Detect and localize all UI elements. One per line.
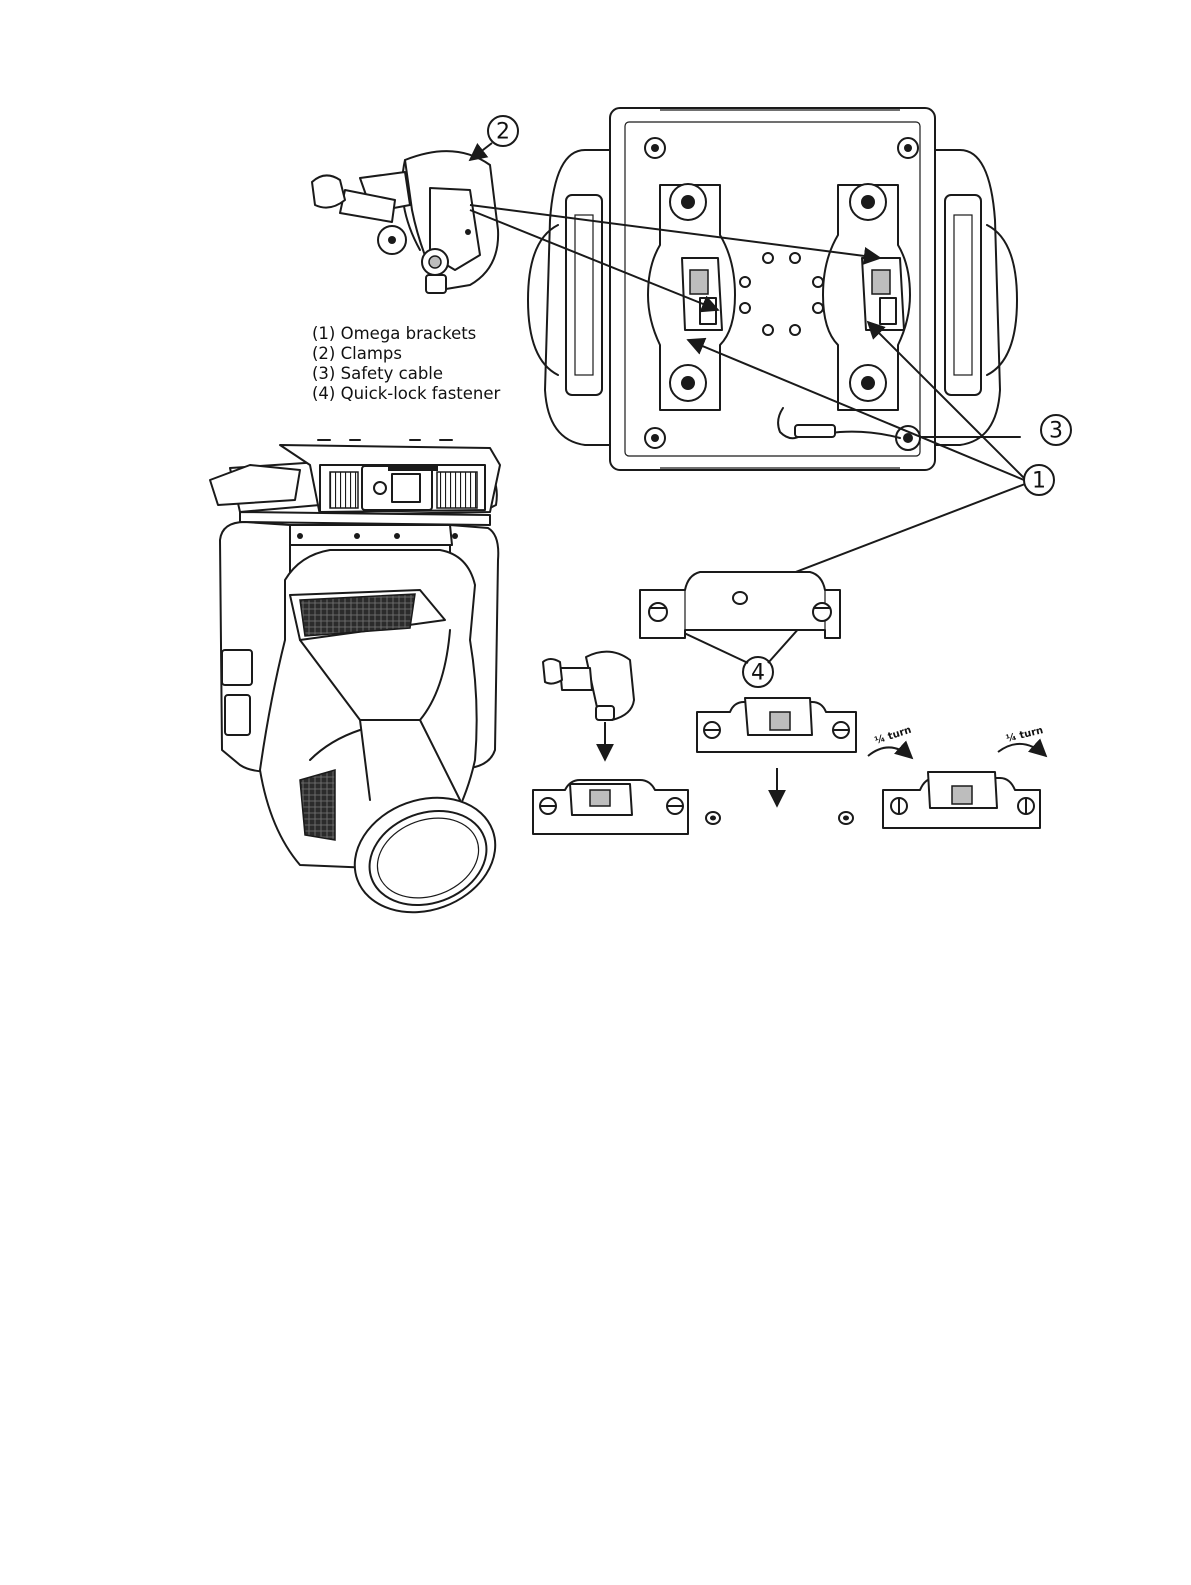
washers (706, 812, 853, 824)
svg-text:1: 1 (1032, 469, 1046, 494)
quarter-turn-label-left: ¼ turn (873, 724, 913, 747)
assembly-step-2 (697, 698, 856, 806)
legend-item-quick-lock: (4) Quick-lock fastener (312, 384, 501, 403)
fixture-top-view (528, 108, 1020, 470)
legend: (1) Omega brackets (2) Clamps (3) Safety… (312, 324, 501, 403)
legend-item-clamps: (2) Clamps (312, 344, 402, 363)
legend-item-safety-cable: (3) Safety cable (312, 364, 443, 383)
assembly-step-3: ¼ turn ¼ turn (868, 724, 1046, 828)
omega-bracket-large (640, 572, 840, 638)
svg-text:4: 4 (751, 661, 765, 686)
moving-head-fixture (210, 440, 511, 931)
assembly-step-1 (533, 652, 688, 834)
clamp-illustration (312, 151, 498, 293)
quarter-turn-label-right: ¼ turn (1005, 724, 1045, 745)
legend-item-omega: (1) Omega brackets (312, 324, 476, 343)
svg-text:2: 2 (496, 120, 510, 145)
callout-2: 2 (470, 116, 518, 160)
callout-3: 3 (1041, 415, 1071, 445)
callout-1: 1 (1024, 465, 1054, 495)
svg-text:3: 3 (1049, 419, 1063, 444)
